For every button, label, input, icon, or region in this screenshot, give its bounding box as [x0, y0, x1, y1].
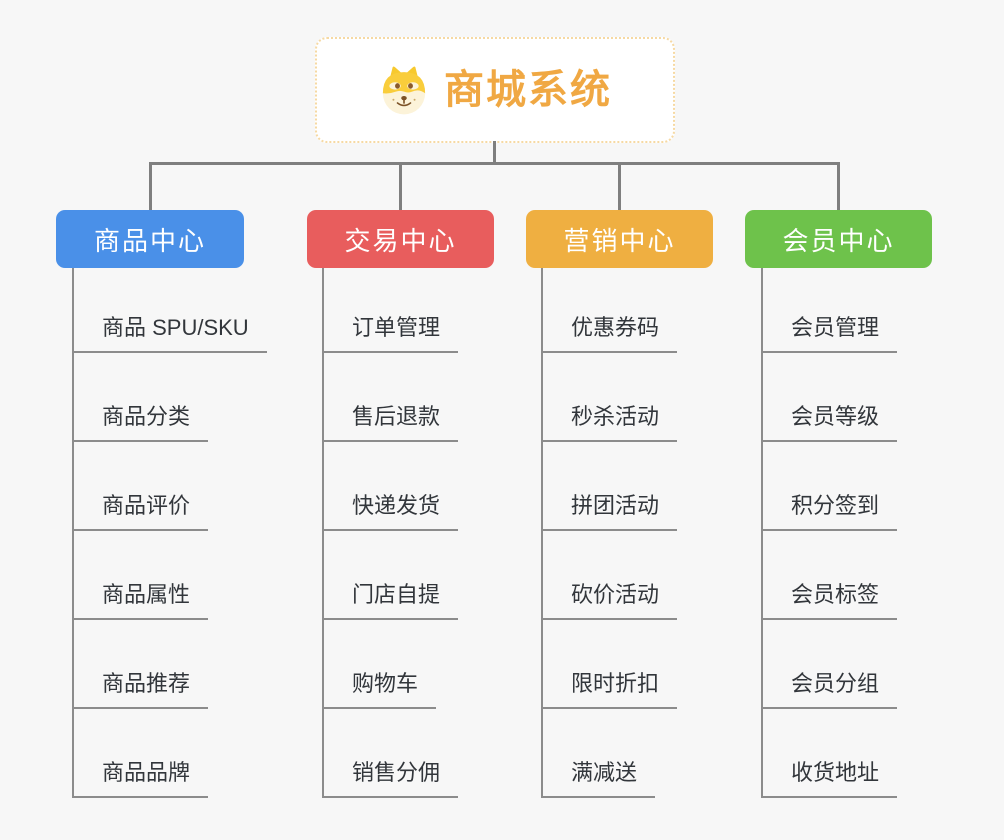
child-node[interactable]: 快递发货: [322, 487, 459, 531]
child-node[interactable]: 会员等级: [761, 398, 898, 442]
connector-drop-2: [399, 163, 402, 210]
root-node[interactable]: 商城系统: [315, 37, 675, 143]
child-node[interactable]: 收货地址: [761, 754, 898, 798]
child-node[interactable]: 会员标签: [761, 576, 898, 620]
branch-node-marketing[interactable]: 营销中心: [526, 210, 713, 268]
doge-icon: [382, 66, 426, 115]
child-node[interactable]: 商品属性: [72, 576, 209, 620]
child-node[interactable]: 商品推荐: [72, 665, 209, 709]
child-node[interactable]: 售后退款: [322, 398, 459, 442]
child-node[interactable]: 满减送: [541, 754, 656, 798]
branch-spine-trade: [322, 268, 324, 798]
connector-drop-3: [618, 163, 621, 210]
child-node[interactable]: 限时折扣: [541, 665, 678, 709]
branch-spine-members: [761, 268, 763, 798]
connector-root-stub: [493, 141, 496, 165]
branch-node-products[interactable]: 商品中心: [56, 210, 244, 268]
child-node[interactable]: 购物车: [322, 665, 437, 709]
child-node[interactable]: 商品 SPU/SKU: [72, 309, 267, 353]
child-node[interactable]: 商品分类: [72, 398, 209, 442]
branch-node-trade[interactable]: 交易中心: [307, 210, 494, 268]
child-node[interactable]: 会员管理: [761, 309, 898, 353]
child-node[interactable]: 砍价活动: [541, 576, 678, 620]
child-node[interactable]: 商品品牌: [72, 754, 209, 798]
child-node[interactable]: 门店自提: [322, 576, 459, 620]
child-node[interactable]: 积分签到: [761, 487, 898, 531]
child-node[interactable]: 销售分佣: [322, 754, 459, 798]
branch-spine-products: [72, 268, 74, 798]
connector-drop-4: [837, 163, 840, 210]
connector-drop-1: [149, 163, 152, 210]
child-node[interactable]: 拼团活动: [541, 487, 678, 531]
root-title: 商城系统: [444, 68, 612, 112]
child-node[interactable]: 秒杀活动: [541, 398, 678, 442]
child-node[interactable]: 会员分组: [761, 665, 898, 709]
connector-bus: [149, 162, 840, 165]
child-node[interactable]: 优惠券码: [541, 309, 678, 353]
branch-spine-marketing: [541, 268, 543, 798]
branch-node-members[interactable]: 会员中心: [745, 210, 932, 268]
child-node[interactable]: 商品评价: [72, 487, 209, 531]
child-node[interactable]: 订单管理: [322, 309, 459, 353]
